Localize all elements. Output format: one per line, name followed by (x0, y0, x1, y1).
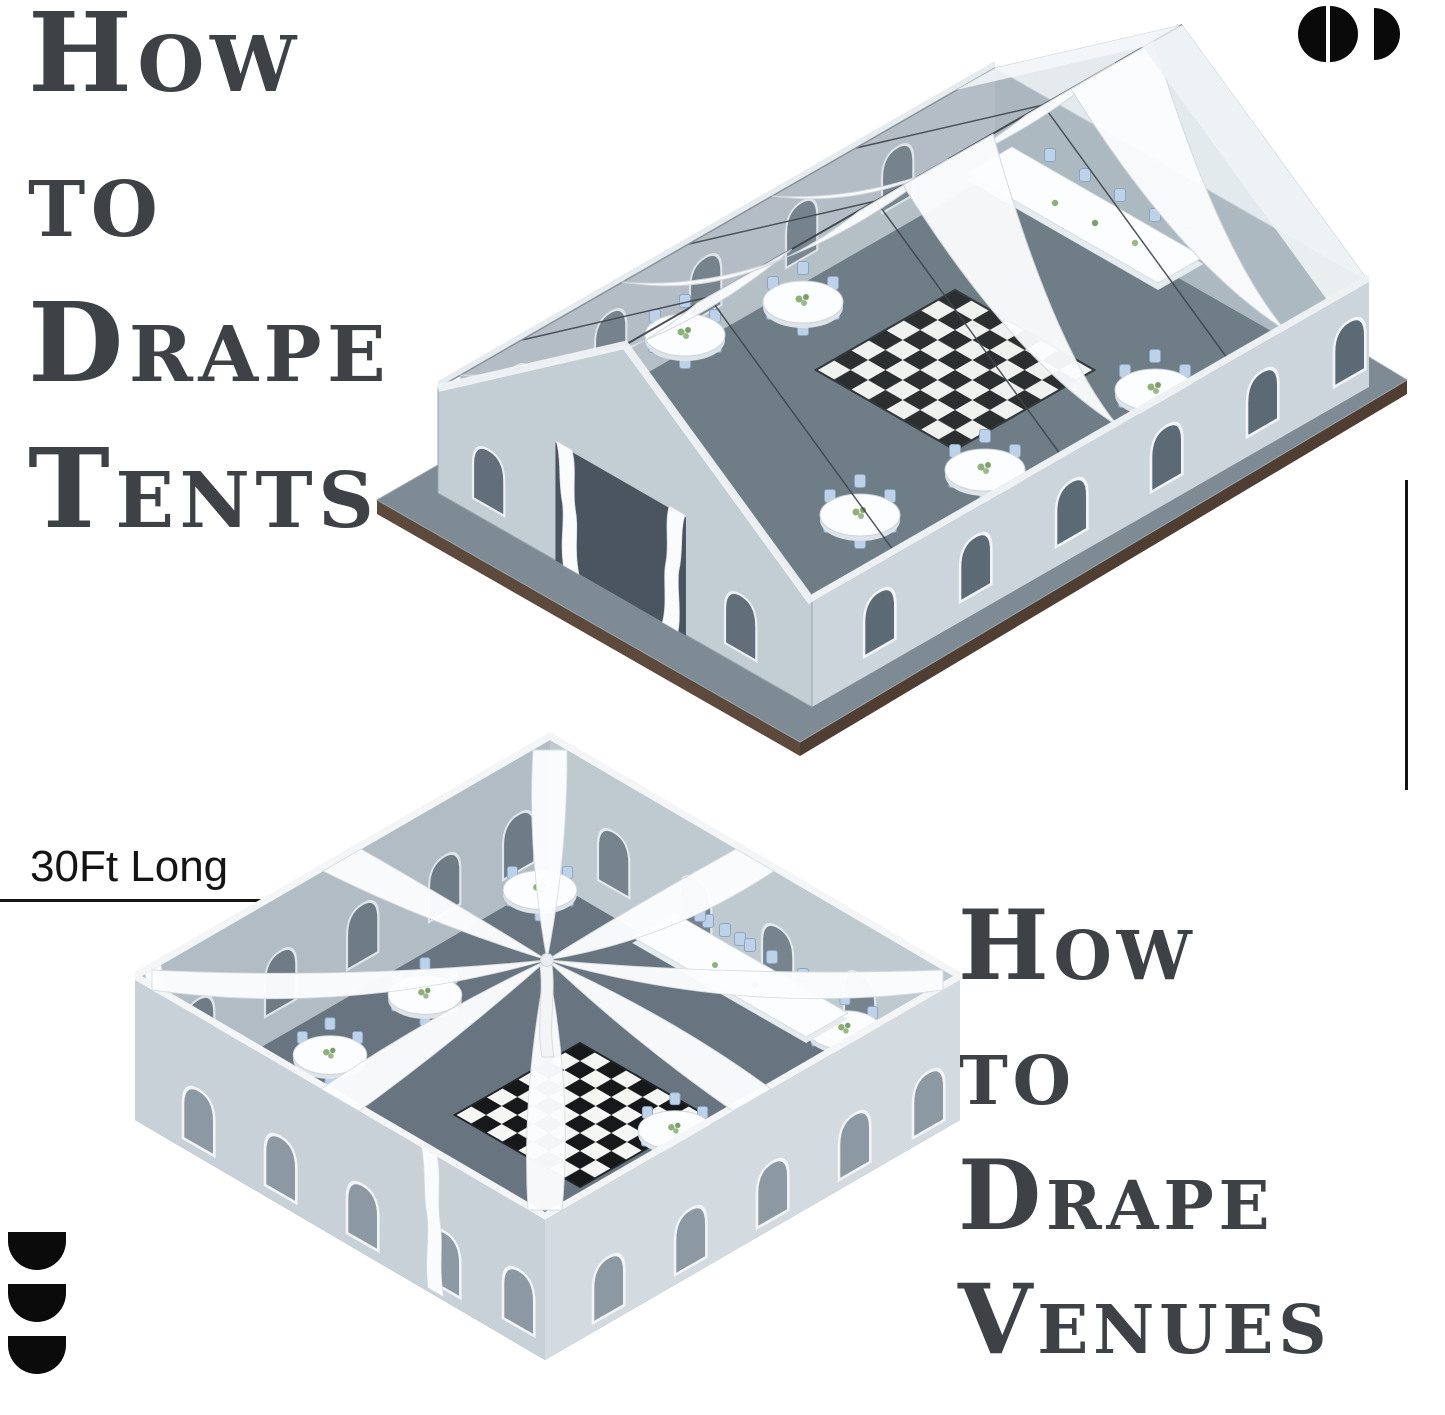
drape-length-label: 30Ft Long (30, 842, 229, 891)
ceiling-drape (621, 158, 949, 287)
outer-front-right-wall (545, 980, 960, 1360)
ceiling-drape (526, 959, 566, 1211)
ceiling-drape (546, 848, 775, 961)
dimension-line-vertical (1405, 480, 1408, 790)
tent-illustration (375, 24, 1408, 756)
back-roof (956, 25, 1369, 304)
ceiling-drape (531, 749, 568, 961)
dance-floor (452, 1041, 708, 1189)
dimension-line-horizontal (0, 899, 268, 902)
front-gable (437, 340, 816, 708)
venue-illustration (135, 732, 960, 1360)
title-line-how: How (28, 0, 302, 117)
ceiling-drape (322, 848, 548, 961)
stacked-half-circles-icon (8, 1232, 66, 1374)
half-circle-mark-icon (8, 1336, 66, 1374)
drape-center-knot (540, 953, 554, 967)
ceiling-drape (546, 959, 944, 1000)
title-line-to: to (958, 1013, 1076, 1127)
title-how-to-drape-tents: How to Drape Tents (28, 0, 391, 561)
title-line-venues: Venues (958, 1263, 1332, 1377)
title-line-to: to (28, 133, 164, 263)
drape-center-tail (539, 964, 555, 1058)
ceiling-drape (151, 959, 548, 1000)
half-circle-mark-icon (8, 1232, 66, 1270)
ceiling-drape (320, 959, 548, 1112)
ceiling-drape (459, 248, 793, 379)
title-line-drape: Drape (28, 278, 392, 408)
title-how-to-drape-venues: How to Drape Venues (958, 884, 1331, 1383)
title-line-tents: Tents (28, 423, 380, 553)
wall-top-rims (135, 732, 960, 1220)
title-line-drape: Drape (958, 1138, 1275, 1252)
paired-half-circles-icon (1298, 6, 1400, 62)
ceiling-drape (546, 959, 772, 1112)
radial-ceiling-drapes (151, 749, 944, 1211)
outer-right-wall (812, 274, 1369, 707)
inner-back-left-wall (135, 740, 550, 1120)
title-line-how: How (958, 889, 1197, 1002)
half-circle-mark-icon (8, 1284, 66, 1322)
outer-front-left-wall (135, 980, 545, 1360)
